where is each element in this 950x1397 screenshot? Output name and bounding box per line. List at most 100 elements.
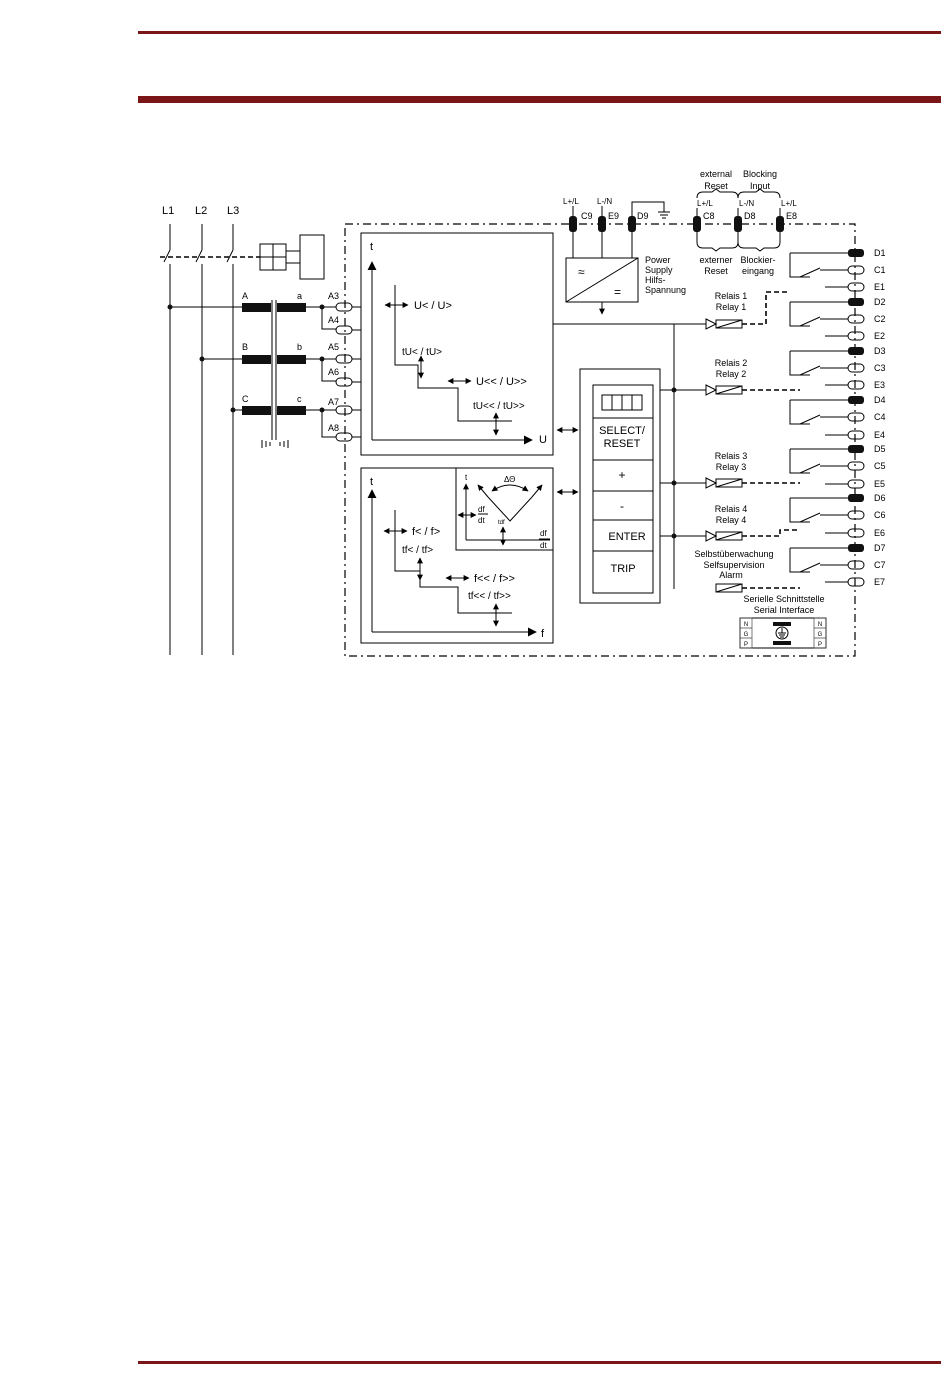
terminal-d6: D6: [874, 493, 886, 503]
inset-dt: dt: [478, 516, 485, 525]
terminal-c3: C3: [874, 363, 886, 373]
ps-lp: L+/L: [563, 197, 579, 206]
terminal-e2: E2: [874, 331, 885, 341]
terminal-a8: A8: [328, 423, 339, 433]
terminal-c5: C5: [874, 461, 886, 471]
terminal-a7: A7: [328, 397, 339, 407]
serial-pin-n-left: N: [744, 622, 748, 628]
terminal-d5: D5: [874, 444, 886, 454]
inset-delta: ΔΘ: [504, 475, 515, 484]
blocking-en-1: Blocking: [743, 169, 777, 179]
v-axis-u: U: [539, 434, 547, 446]
ps-title-line1: Power: [645, 255, 671, 265]
serial-interface-connector: [739, 617, 827, 649]
terminal-d7: D7: [874, 543, 886, 553]
f-time2: tf<< / tf>>: [468, 591, 511, 602]
inset-df-right: df: [540, 529, 547, 538]
terminal-d3: D3: [874, 346, 886, 356]
frequency-characteristic: t f f< / f> tf< / tf> f<< / f>> tf<< / t…: [360, 467, 554, 644]
ps-ac: ≈: [578, 265, 585, 279]
inset-tdf: tdf: [498, 520, 505, 526]
selfsupervision-de: Selbstüberwachung: [694, 549, 773, 559]
ext-reset-en-2: Reset: [704, 181, 728, 191]
serial-en: Serial Interface: [754, 605, 815, 615]
terminal-c2: C2: [874, 314, 886, 324]
terminal-e1: E1: [874, 282, 885, 292]
v-stage1: U< / U>: [414, 300, 452, 312]
plus-button[interactable]: +: [618, 468, 625, 482]
in-ln: L-/N: [739, 199, 754, 208]
digital-inputs: external Reset Blocking Input L+/L L-/N …: [693, 169, 797, 276]
f-axis-t: t: [370, 476, 373, 488]
in-e8: E8: [786, 211, 797, 221]
terminal-c1: C1: [874, 265, 886, 275]
terminal-d2: D2: [874, 297, 886, 307]
ct-c-small: c: [297, 394, 302, 404]
inset-dt-right: dt: [540, 541, 547, 550]
terminal-e3: E3: [874, 380, 885, 390]
top-rule-thin: [138, 31, 941, 34]
ps-d9: D9: [637, 211, 649, 221]
v-stage2: U<< / U>>: [476, 376, 527, 388]
selfsupervision-alarm: Alarm: [719, 570, 743, 580]
relay3-en: Relay 3: [716, 462, 747, 472]
relay2-en: Relay 2: [716, 369, 747, 379]
inset-df: df: [478, 505, 485, 514]
v-axis-t: t: [370, 241, 373, 253]
terminal-e4: E4: [874, 430, 885, 440]
select-reset-button[interactable]: SELECT/: [599, 425, 646, 437]
terminal-a4: A4: [328, 315, 339, 325]
terminal-d1: D1: [874, 248, 886, 258]
ct-a: A: [242, 291, 248, 301]
ct-b: B: [242, 342, 248, 352]
f-time1: tf< / tf>: [402, 545, 433, 556]
terminal-a3: A3: [328, 291, 339, 301]
terminal-a5: A5: [328, 342, 339, 352]
voltage-transformers: A a B b C c: [167, 291, 336, 448]
label-l1: L1: [162, 205, 174, 217]
power-supply: L+/L L-/N C9 E9 D9 ≈ = Power Supply Hilf…: [563, 197, 686, 315]
terminal-e6: E6: [874, 528, 885, 538]
terminal-c6: C6: [874, 510, 886, 520]
relay2-de: Relais 2: [715, 358, 748, 368]
ps-e9: E9: [608, 211, 619, 221]
internal-bus: [553, 323, 706, 589]
minus-button[interactable]: -: [620, 499, 624, 513]
terminal-a6: A6: [328, 367, 339, 377]
terminal-c4: C4: [874, 412, 886, 422]
relay4-en: Relay 4: [716, 515, 747, 525]
relay3-de: Relais 3: [715, 451, 748, 461]
blocking-en-2: Input: [750, 181, 771, 191]
blocking-de-1: Blockier-: [740, 255, 775, 265]
ps-title-line2: Supply: [645, 265, 673, 275]
inset-t: t: [465, 473, 468, 482]
enter-button[interactable]: ENTER: [608, 531, 645, 543]
label-l2: L2: [195, 205, 207, 217]
trip-button[interactable]: TRIP: [610, 563, 635, 575]
in-lp: L+/L: [697, 199, 713, 208]
top-rule-thick: [138, 96, 941, 103]
select-reset-button-line2[interactable]: RESET: [604, 438, 641, 450]
voltage-characteristic: t U U< / U> tU< / tU> U<< / U>> tU<< / t…: [352, 232, 554, 456]
terminal-c7: C7: [874, 560, 886, 570]
ps-title-line3: Hilfs-: [645, 275, 666, 285]
ps-title-line4: Spannung: [645, 285, 686, 295]
ps-c9: C9: [581, 211, 593, 221]
ext-reset-en-1: external: [700, 169, 732, 179]
serial-pin-n-right: N: [818, 622, 822, 628]
relay-coils: [705, 291, 800, 593]
label-l3: L3: [227, 205, 239, 217]
selfsupervision-en: Selfsupervision: [703, 560, 764, 570]
v-time1: tU< / tU>: [402, 347, 442, 358]
ps-ln: L-/N: [597, 197, 612, 206]
relay1-de: Relais 1: [715, 291, 748, 301]
terminal-e7: E7: [874, 577, 885, 587]
keypad-panel: [579, 368, 661, 604]
f-axis-f: f: [541, 628, 545, 640]
ct-a-small: a: [297, 291, 302, 301]
f-stage2: f<< / f>>: [474, 573, 515, 585]
ps-dc: =: [614, 285, 621, 299]
serial-pin-g-right: G: [818, 632, 823, 638]
ct-c: C: [242, 394, 249, 404]
